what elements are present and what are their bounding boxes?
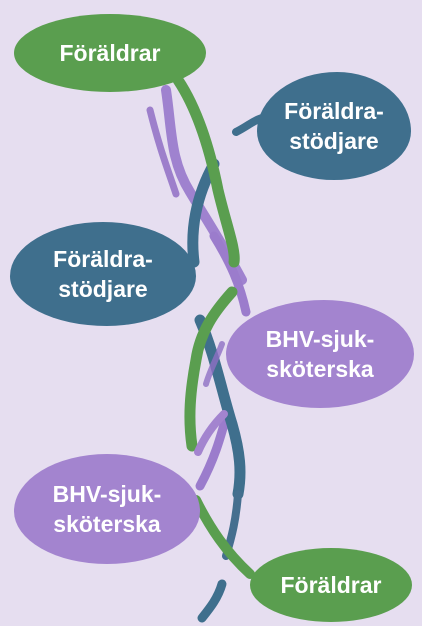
green-strand: [184, 286, 238, 452]
node-label-line: BHV-sjuk-: [265, 326, 375, 352]
node-label-line: Föräldra-: [53, 246, 153, 272]
green-strand: [172, 74, 240, 268]
blue-strand: [197, 579, 227, 623]
node-foraldrar-top: Föräldrar: [14, 14, 206, 92]
node-foraldrastodjare-middle: Föräldra- stödjare: [10, 222, 196, 326]
node-bhv-sjukskoterska-middle: BHV-sjuk- sköterska: [226, 300, 414, 408]
node-label-line: stödjare: [58, 276, 148, 302]
purple-strand: [203, 341, 225, 387]
node-label-line: Föräldrar: [59, 40, 161, 66]
green-strand: [191, 495, 255, 579]
purple-strand: [209, 231, 251, 317]
blue-strand: [187, 158, 220, 268]
node-label-line: sköterska: [53, 511, 161, 537]
node-label-line: Föräldrar: [280, 572, 382, 598]
blue-strand: [194, 314, 246, 500]
node-foraldrar-bottom: Föräldrar: [250, 548, 412, 622]
node-label-line: sköterska: [266, 356, 374, 382]
purple-strand: [146, 106, 180, 198]
node-label-line: Föräldra-: [284, 98, 384, 124]
node-bhv-sjukskoterska-lower: BHV-sjuk- sköterska: [14, 454, 200, 564]
node-foraldrastodjare-top: Föräldra- stödjare: [257, 72, 411, 180]
node-label-line: stödjare: [289, 128, 379, 154]
purple-strand: [194, 410, 228, 456]
node-label-line: BHV-sjuk-: [52, 481, 162, 507]
